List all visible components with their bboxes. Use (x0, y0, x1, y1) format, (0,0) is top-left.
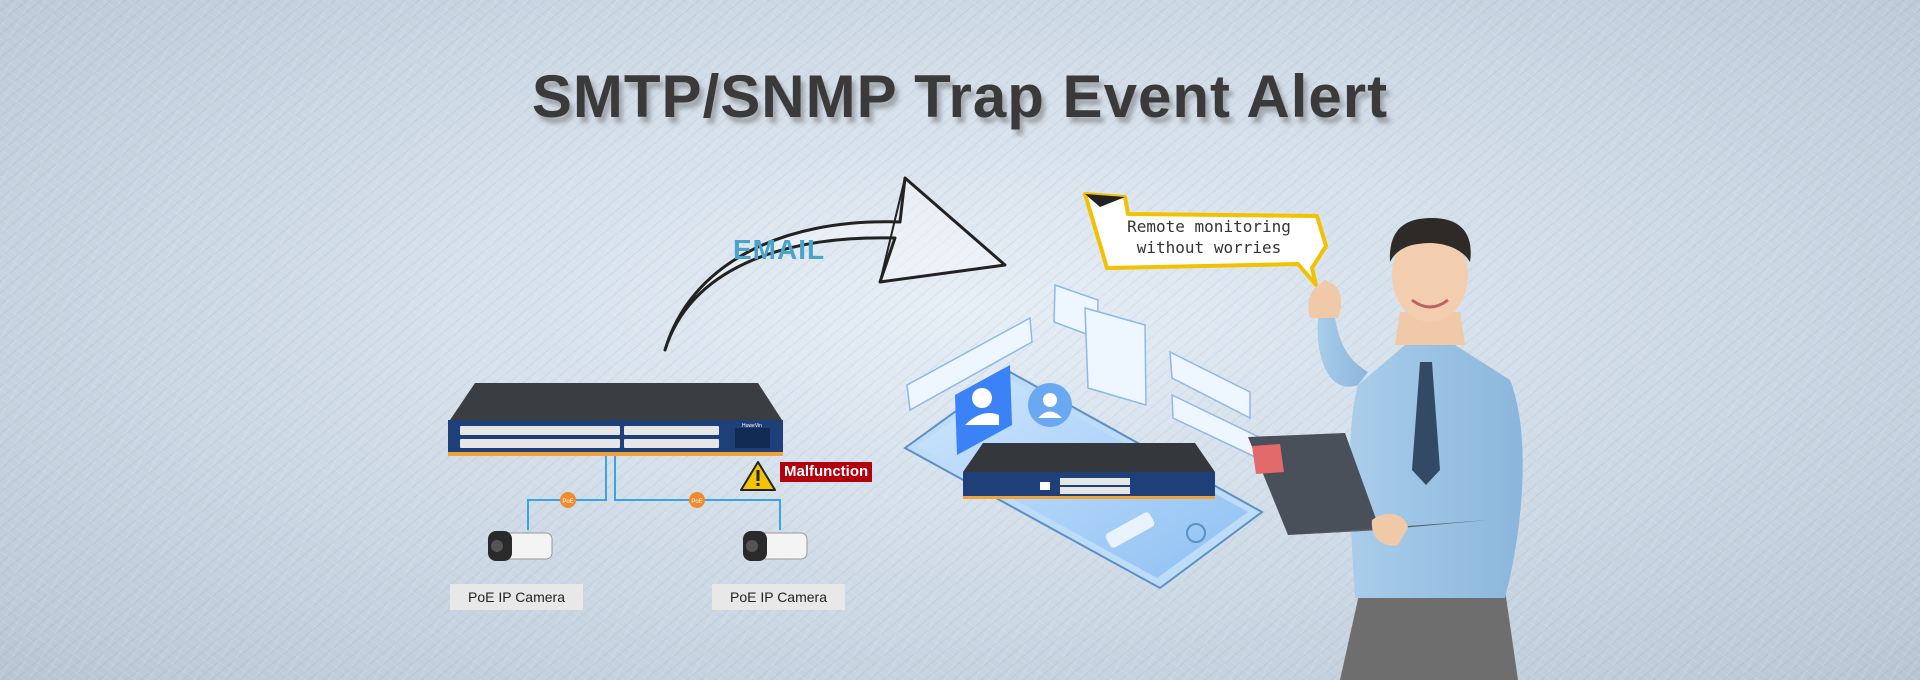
laptop-icon (1248, 433, 1488, 546)
speech-bubble-text: Remote monitoring without worries (1093, 216, 1325, 258)
page-title: SMTP/SNMP Trap Event Alert (531, 63, 1389, 130)
user-icon (955, 365, 1012, 455)
poe-switch-icon: HuweVin (448, 383, 783, 456)
malfunction-badge: Malfunction (780, 462, 873, 482)
svg-text:PoE: PoE (691, 499, 702, 505)
user-icon (1028, 383, 1072, 427)
poe-badge: PoE (689, 492, 705, 508)
bubble-line: without worries (1136, 238, 1282, 257)
camera-icon (743, 531, 808, 561)
svg-text:PoE: PoE (562, 499, 573, 505)
camera-label: PoE IP Camera (450, 584, 583, 610)
bubble-line: Remote monitoring (1127, 217, 1291, 236)
email-label: EMAIL (733, 234, 826, 265)
speech-bubble (1083, 192, 1328, 287)
arrow-icon (663, 176, 1007, 352)
camera-icon (488, 531, 553, 561)
poe-badge: PoE (560, 492, 576, 508)
poe-switch-icon (963, 443, 1215, 499)
switch-brand: HuweVin (742, 423, 762, 429)
camera-label: PoE IP Camera (712, 584, 845, 610)
warning-icon (740, 461, 776, 491)
floating-cards (906, 283, 1267, 464)
